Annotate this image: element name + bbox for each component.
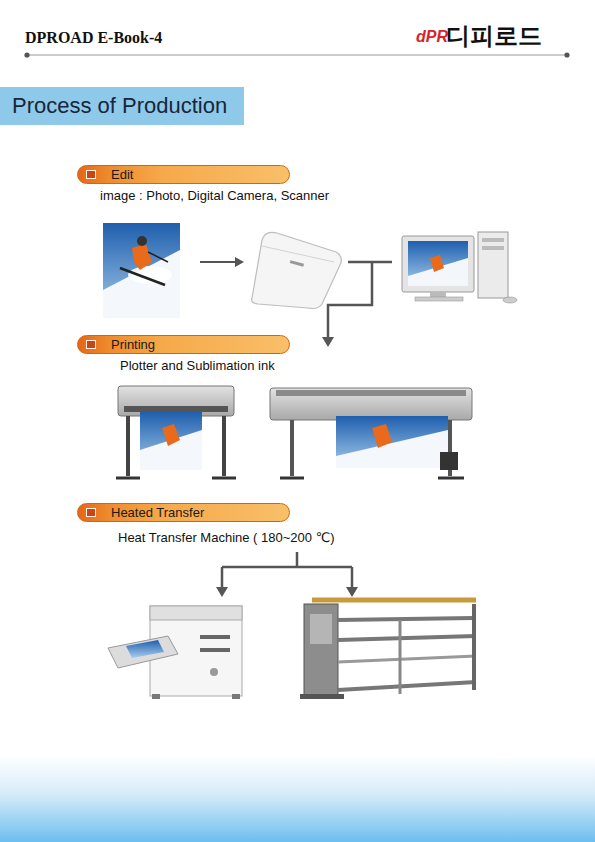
flow-arrow xyxy=(200,257,244,267)
computer xyxy=(402,232,517,303)
bullet-icon xyxy=(86,508,96,517)
step-description: image : Photo, Digital Camera, Scanner xyxy=(100,188,329,204)
split-arrows xyxy=(216,552,358,597)
section-heading: Printing xyxy=(111,336,155,353)
footer-gradient xyxy=(0,755,595,842)
heat-press xyxy=(108,606,242,699)
header-rule xyxy=(24,52,569,57)
header-title: DPROAD E-Book-4 xyxy=(25,28,162,47)
section-heading: Edit xyxy=(111,166,133,183)
section-pill: Edit xyxy=(77,165,290,184)
company-name: 디피로드 xyxy=(446,22,542,51)
step-description: Plotter and Sublimation ink xyxy=(120,358,275,374)
section-heading: Heated Transfer xyxy=(111,504,204,521)
photo xyxy=(103,223,180,318)
plotter xyxy=(116,386,236,478)
roller-machine xyxy=(300,600,476,699)
bullet-icon xyxy=(86,170,96,179)
section-pill: Printing xyxy=(77,335,290,354)
title-text: Process of Production xyxy=(0,87,244,125)
flow-line xyxy=(322,262,392,347)
logo-mark: dPR xyxy=(416,27,448,46)
title-band: Process of Production xyxy=(0,87,244,125)
large-plotter xyxy=(270,388,472,478)
bullet-icon xyxy=(86,340,96,349)
step-description: Heat Transfer Machine ( 180~200 ℃) xyxy=(118,530,335,546)
scanner xyxy=(252,232,342,308)
section-pill: Heated Transfer xyxy=(77,503,290,522)
